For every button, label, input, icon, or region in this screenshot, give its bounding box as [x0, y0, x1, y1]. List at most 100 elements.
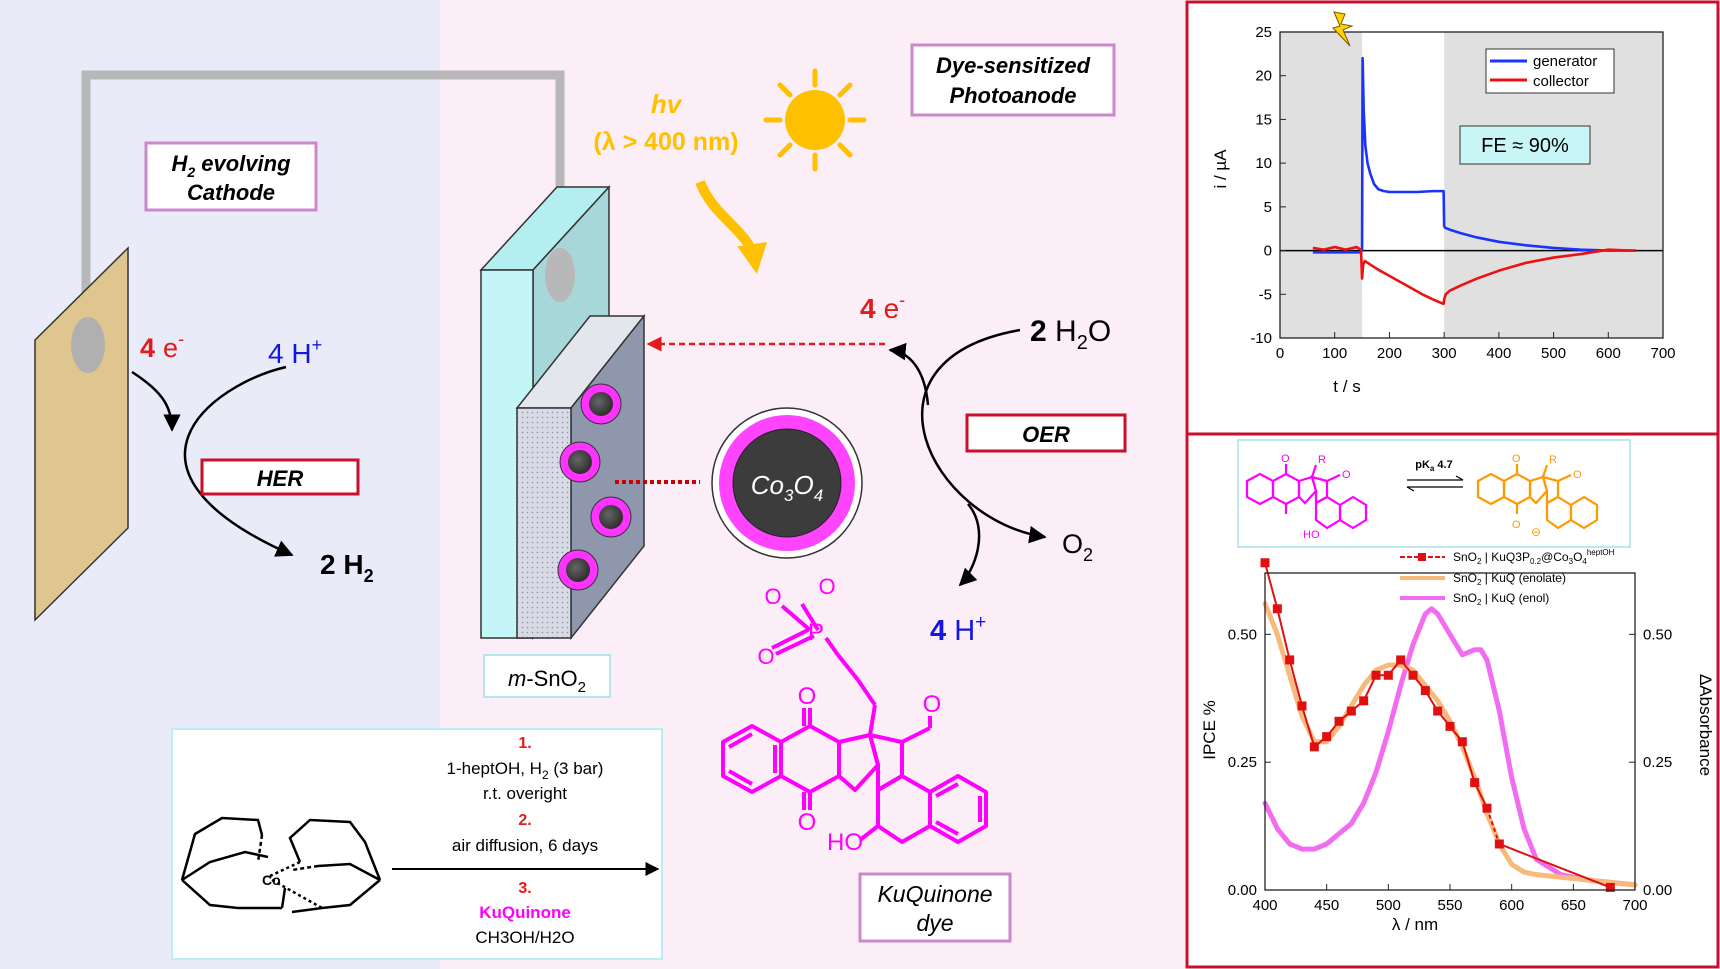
dye-carbonyl-o1: O: [798, 683, 817, 710]
pka-label: pKa 4.7: [1415, 459, 1452, 473]
y-tick-label: 15: [1255, 111, 1272, 128]
dye-label-line1: KuQuinone: [877, 881, 992, 907]
x-tick-label: 550: [1437, 897, 1462, 914]
cathode-contact: [71, 317, 105, 373]
oer-arrow: [920, 328, 1047, 544]
ipce-point: [1285, 655, 1295, 665]
legend-label-0: SnO2 | KuQ3P0.2@Co3O4heptOH: [1453, 548, 1615, 566]
o2-product: O2: [1062, 529, 1093, 565]
light-arrow: [695, 179, 768, 274]
cobalt-atom: Co: [262, 872, 281, 888]
dye-phosphonate-o3: O: [757, 644, 774, 669]
water-label: 2 H2O: [1030, 315, 1111, 354]
svg-text:R: R: [1318, 454, 1326, 466]
y-tick-label: 25: [1255, 24, 1272, 41]
y-tick-label: 5: [1264, 199, 1272, 216]
co-cyclooctadiene-complex: [180, 816, 382, 914]
cocatalyst-label: Co3O4: [751, 470, 823, 505]
y-tick-label: 0.50: [1228, 626, 1257, 643]
co3o4-particle: [711, 407, 863, 559]
ipce-point: [1396, 655, 1406, 665]
ipce-point: [1322, 732, 1332, 742]
ipce-point: [1470, 778, 1480, 788]
step1-conditions-2: r.t. overight: [483, 784, 567, 803]
faradaic-efficiency-label: FE ≈ 90%: [1481, 135, 1569, 157]
x-tick-label: 700: [1650, 345, 1675, 362]
series-SnO2 | KuQ (enol): [1262, 606, 1638, 888]
svg-text:O: O: [1512, 519, 1521, 531]
shaded-region-0: [1280, 32, 1363, 338]
synthesis-box: [171, 728, 663, 960]
ipce-point: [1408, 670, 1418, 680]
flash-icon: [1332, 11, 1354, 47]
sun-icon: [763, 68, 867, 172]
step3-number: 3.: [518, 880, 531, 897]
cathode-label-line1: H2 evolving: [171, 151, 291, 180]
x-tick-label: 100: [1322, 345, 1347, 362]
y-tick-label: 0.00: [1228, 882, 1257, 899]
legend-box: [1485, 48, 1615, 94]
x-tick-label: 450: [1314, 897, 1339, 914]
ipce-point: [1371, 670, 1381, 680]
proton-release-arrow: [958, 503, 981, 587]
step2-number: 2.: [518, 812, 531, 829]
ipce-point: [1359, 696, 1369, 706]
ipce-point: [1272, 604, 1282, 614]
ipce-point: [1383, 670, 1393, 680]
oer-electron-arrow: [888, 342, 930, 406]
ipce-point: [1260, 558, 1270, 568]
ipce-point: [1445, 721, 1455, 731]
protons-in-label: 4 H+: [268, 335, 322, 369]
x-tick-label: 600: [1499, 897, 1524, 914]
external-circuit-wire: [81, 70, 565, 340]
photoanode-label-box: [910, 43, 1116, 117]
legend-generator-label: generator: [1533, 53, 1597, 70]
svg-text:O: O: [1512, 453, 1521, 465]
photoanode-label-line2: Photoanode: [949, 83, 1076, 108]
chart2-xlabel: λ / nm: [1392, 915, 1438, 934]
x-tick-label: 500: [1541, 345, 1566, 362]
chart2-ylabel: IPCE %: [1200, 700, 1219, 760]
oer-label-box: [965, 413, 1127, 453]
y-right-tick-label: 0.00: [1643, 882, 1672, 899]
y-tick-label: 10: [1255, 155, 1272, 172]
dye-phosphorus: P: [808, 619, 824, 646]
dye-carbonyl-o2: O: [798, 809, 817, 836]
step3-solvent: CH3OH/H2O: [475, 928, 574, 947]
electrode-label-box: [483, 654, 611, 698]
legend-label-2: SnO2 | KuQ (enol): [1453, 591, 1549, 607]
ipce-point: [1482, 803, 1492, 813]
light-label: hv: [651, 89, 683, 119]
y-tick-label: -10: [1250, 330, 1272, 347]
series-generator: [1312, 56, 1636, 254]
legend-collector-label: collector: [1533, 73, 1589, 90]
y-right-tick-label: 0.50: [1643, 626, 1672, 643]
oer-label: OER: [1022, 422, 1070, 447]
cathode-electrons-arrow: [131, 370, 181, 432]
legend-label-1: SnO2 | KuQ (enolate): [1453, 571, 1566, 587]
dye-phosphonate-o2: O: [764, 584, 781, 609]
dye-label-line2: dye: [916, 910, 953, 936]
dye-carbonyl-o3: O: [923, 691, 942, 718]
her-arrow: [183, 365, 294, 557]
y-right-tick-label: 0.25: [1643, 754, 1672, 771]
equilibrium-arrows: [1406, 475, 1464, 492]
chart2-legend: SnO2 | KuQ3P0.2@Co3O4heptOH SnO2 | KuQ (e…: [1400, 548, 1615, 607]
svg-text:O: O: [1281, 453, 1290, 465]
step2-conditions: air diffusion, 6 days: [452, 836, 598, 855]
y-tick-label: 0.25: [1228, 754, 1257, 771]
her-label-box: [200, 458, 360, 496]
protons-out-label: 4 H+: [930, 612, 986, 647]
dye-phosphonate-o1: O: [818, 574, 835, 599]
chart1-xlabel: t / s: [1333, 377, 1360, 396]
faradaic-efficiency-box: [1459, 125, 1591, 165]
x-tick-label: 600: [1596, 345, 1621, 362]
electrode-label: m-SnO2: [508, 666, 586, 696]
ipce-point: [1433, 706, 1443, 716]
ipce-point: [1297, 701, 1307, 711]
ipce-equilibrium-box: R O O HO pKa 4.7 R O O O ⊖: [1237, 439, 1631, 548]
svg-text:⊖: ⊖: [1531, 525, 1541, 539]
